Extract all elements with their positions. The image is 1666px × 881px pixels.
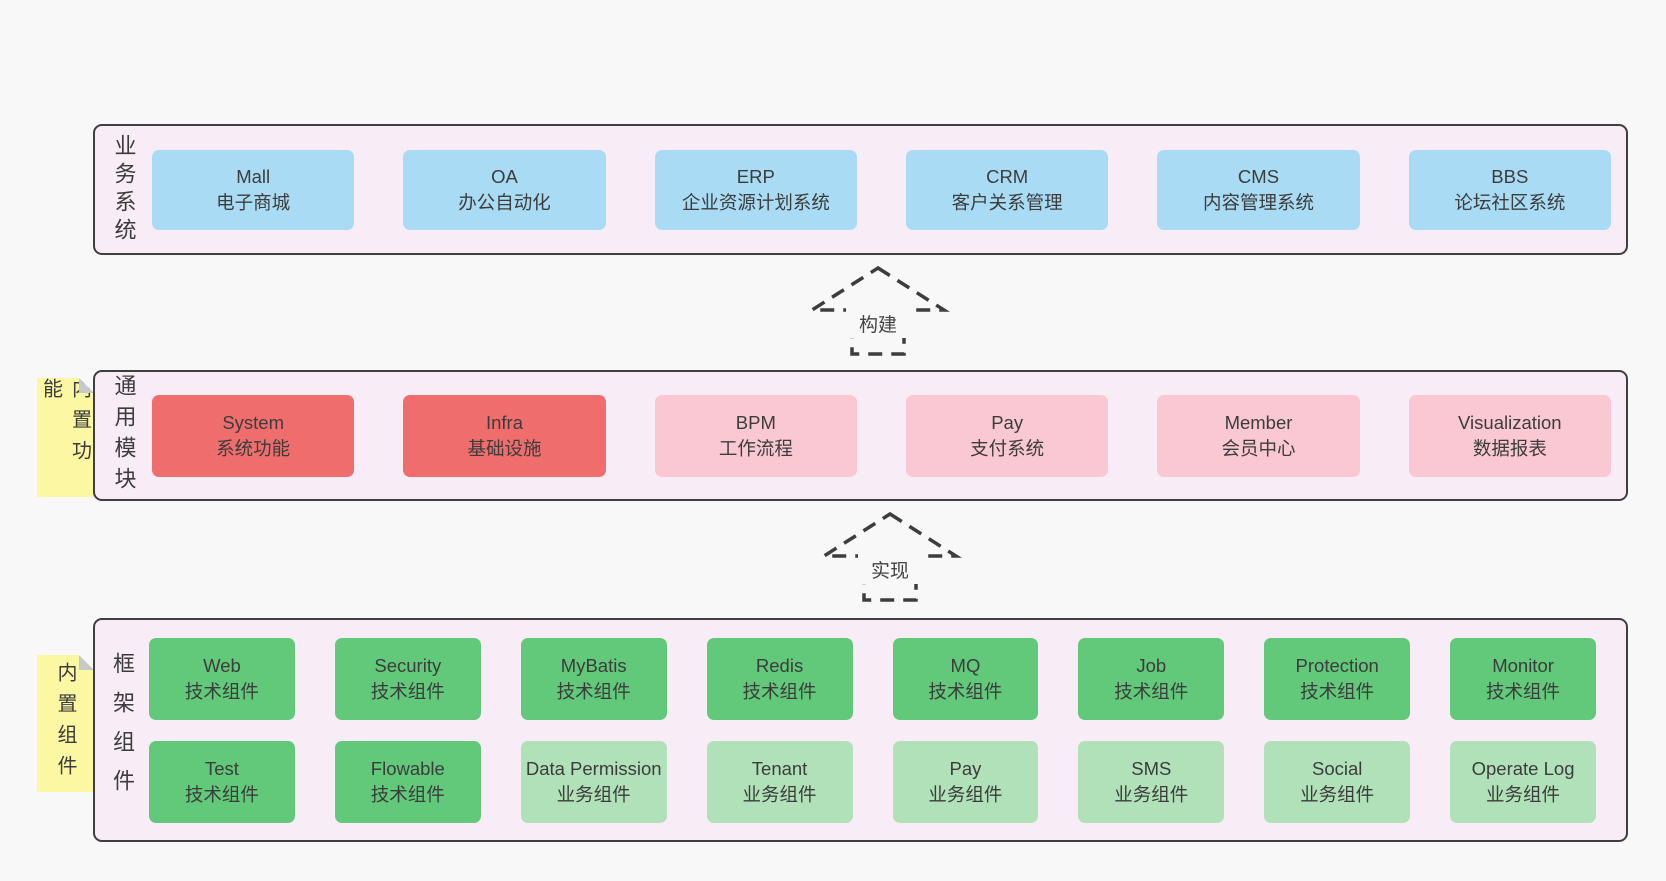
- box-pay-component: Pay 业务组件: [892, 740, 1039, 823]
- layer-label: 通用模块: [111, 373, 137, 498]
- box-erp: ERP 企业资源计划系统: [654, 149, 857, 230]
- box-operate-log: Operate Log 业务组件: [1450, 740, 1596, 823]
- modules-box-row: System 系统功能 Infra 基础设施 BPM 工作流程 Pay 支付系统…: [152, 394, 1611, 477]
- note-text: 内置组件: [54, 661, 76, 786]
- arrow-label: 构建: [859, 314, 897, 336]
- box-bbs: BBS 论坛社区系统: [1408, 149, 1611, 230]
- box-web: Web 技术组件: [149, 637, 295, 720]
- note-built-in-features: 内置功能: [37, 378, 94, 497]
- box-visualization: Visualization 数据报表: [1408, 394, 1611, 477]
- arrow-build: 构建: [806, 262, 950, 358]
- up-arrow-icon: 构建: [806, 265, 950, 356]
- up-arrow-icon: 实现: [818, 511, 962, 602]
- folded-corner-icon: [79, 378, 94, 393]
- note-text: 内置功能: [39, 378, 91, 471]
- box-member: Member 会员中心: [1157, 394, 1360, 477]
- box-oa: OA 办公自动化: [403, 149, 606, 230]
- box-crm: CRM 客户关系管理: [905, 149, 1109, 230]
- business-box-row: Mall 电子商城 OA 办公自动化 ERP 企业资源计划系统 CRM 客户关系…: [152, 149, 1611, 230]
- arrow-implement: 实现: [818, 508, 962, 604]
- arrow-label: 实现: [871, 560, 909, 582]
- box-mq: MQ 技术组件: [892, 637, 1039, 720]
- box-data-permission: Data Permission 业务组件: [520, 740, 667, 823]
- box-mall: Mall 电子商城: [152, 149, 355, 230]
- box-sms: SMS 业务组件: [1078, 740, 1225, 823]
- layer-framework-components: 框架组件 Web 技术组件 Security 技术组件 MyBatis 技术组件…: [93, 618, 1628, 842]
- layer-label: 业务系统: [111, 133, 137, 246]
- layer-label: 框架组件: [110, 652, 135, 808]
- box-bpm: BPM 工作流程: [654, 394, 857, 477]
- box-flowable: Flowable 技术组件: [334, 740, 481, 823]
- note-built-in-components: 内置组件: [37, 655, 94, 792]
- box-social: Social 业务组件: [1264, 740, 1411, 823]
- box-monitor: Monitor 技术组件: [1450, 637, 1596, 720]
- components-box-grid: Web 技术组件 Security 技术组件 MyBatis 技术组件 Redi…: [149, 637, 1596, 823]
- layer-common-modules: 通用模块 System 系统功能 Infra 基础设施 BPM 工作流程 Pay…: [93, 370, 1628, 501]
- box-protection: Protection 技术组件: [1264, 637, 1411, 720]
- box-cms: CMS 内容管理系统: [1157, 149, 1360, 230]
- box-infra: Infra 基础设施: [403, 394, 606, 477]
- box-mybatis: MyBatis 技术组件: [520, 637, 667, 720]
- box-security: Security 技术组件: [334, 637, 481, 720]
- box-system: System 系统功能: [152, 394, 355, 477]
- layer-business-systems: 业务系统 Mall 电子商城 OA 办公自动化 ERP 企业资源计划系统 CRM…: [93, 124, 1628, 255]
- box-tenant: Tenant 业务组件: [706, 740, 853, 823]
- box-job: Job 技术组件: [1078, 637, 1225, 720]
- box-test: Test 技术组件: [149, 740, 295, 823]
- folded-corner-icon: [79, 655, 94, 670]
- box-redis: Redis 技术组件: [706, 637, 853, 720]
- box-pay-system: Pay 支付系统: [905, 394, 1109, 477]
